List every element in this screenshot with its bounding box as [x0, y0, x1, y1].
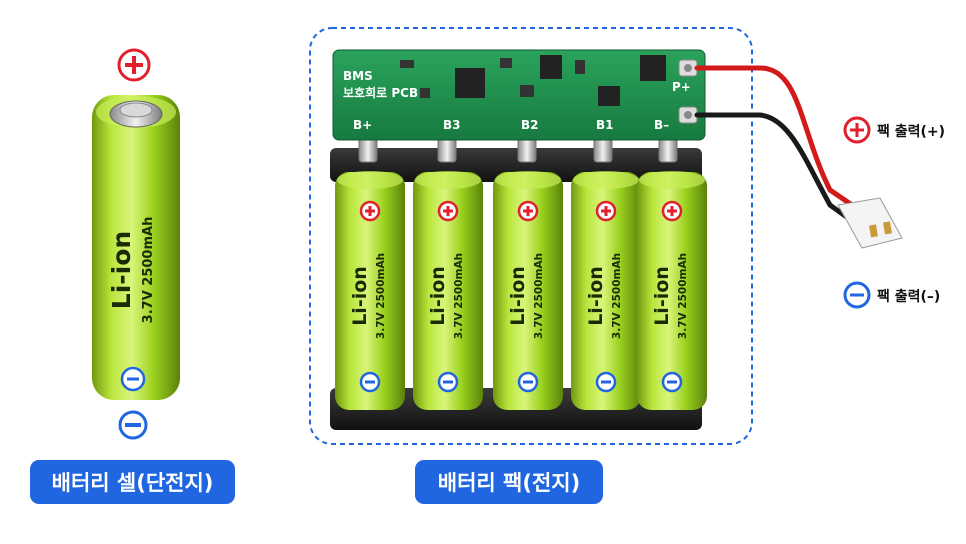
pack-cell-rating: 3.7V 2500mAh: [375, 253, 387, 339]
nickel-tab: [358, 137, 378, 163]
pack-cell-plus-mark: [359, 200, 381, 222]
pcb-tap-labels: B+ B3 B2 B1 B–: [353, 118, 669, 132]
pack-output-positive-label: 팩 출력(+): [877, 124, 946, 140]
pcb-positive-pad-label: P+: [672, 80, 691, 94]
pack-cell: Li-ion 3.7V 2500mAh: [637, 171, 707, 410]
bms-pcb: BMS 보호회로 PCB B+ B3 B2 B1 B– P+: [332, 49, 706, 141]
pack-cell-rating: 3.7V 2500mAh: [677, 253, 689, 339]
pcb-tap-label: B2: [521, 118, 539, 132]
pack-cell-minus-mark: [359, 371, 381, 393]
pack-cell-plus-mark: [661, 200, 683, 222]
pcb-tap-label: B+: [353, 118, 372, 132]
nickel-tab: [658, 137, 678, 163]
pack-cell: Li-ion 3.7V 2500mAh: [413, 171, 483, 410]
pack-tabs: [358, 137, 678, 163]
single-cell: Li-ion 3.7V 2500mAh: [92, 48, 180, 440]
pack-cell-chemistry: Li-ion: [507, 266, 529, 326]
pack-cell-minus-mark: [517, 371, 539, 393]
pack-cell-minus-mark: [437, 371, 459, 393]
pcb-title-line1: BMS: [343, 69, 373, 83]
pack-output-connector: [837, 197, 903, 249]
pack-cell-chemistry: Li-ion: [349, 266, 371, 326]
pcb-tap-label: B1: [596, 118, 614, 132]
pack-cell: Li-ion 3.7V 2500mAh: [335, 171, 405, 410]
pack-cell: Li-ion 3.7V 2500mAh: [571, 171, 641, 410]
pack-output-negative-icon: [843, 281, 871, 309]
pack-outline: [309, 27, 753, 445]
nickel-tab: [593, 137, 613, 163]
pack-caption: 배터리 팩(전지): [415, 460, 603, 504]
single-cell-negative-icon: [118, 410, 148, 440]
pack-cell-plus-mark: [595, 200, 617, 222]
single-cell-caption: 배터리 셀(단전지): [30, 460, 235, 504]
pcb-title-line2: 보호회로 PCB: [343, 85, 418, 100]
nickel-tab: [517, 137, 537, 163]
pack-cell-chemistry: Li-ion: [427, 266, 449, 326]
pack-cell-minus-mark: [661, 371, 683, 393]
pack-output-negative-label: 팩 출력(–): [877, 289, 941, 305]
single-cell-rating: 3.7V 2500mAh: [141, 217, 156, 324]
single-cell-minus-mark: [120, 366, 146, 392]
positive-wire: [694, 65, 855, 208]
pack-output-positive-icon: [843, 116, 871, 144]
pack-cell-rating: 3.7V 2500mAh: [533, 253, 545, 339]
pcb-tap-label: B3: [443, 118, 461, 132]
pack-cell-rating: 3.7V 2500mAh: [453, 253, 465, 339]
pack-cell-chemistry: Li-ion: [651, 266, 673, 326]
pcb-tap-label: B–: [654, 118, 669, 132]
single-cell-chemistry: Li-ion: [107, 231, 136, 309]
pack-cell-rating: 3.7V 2500mAh: [611, 253, 623, 339]
pack-cell: Li-ion 3.7V 2500mAh: [493, 171, 563, 410]
nickel-tab: [437, 137, 457, 163]
pack-cell-minus-mark: [595, 371, 617, 393]
pack-cell-chemistry: Li-ion: [585, 266, 607, 326]
pack-cell-plus-mark: [517, 200, 539, 222]
single-cell-positive-icon: [117, 48, 151, 82]
negative-wire: [694, 112, 851, 221]
pack-cell-plus-mark: [437, 200, 459, 222]
